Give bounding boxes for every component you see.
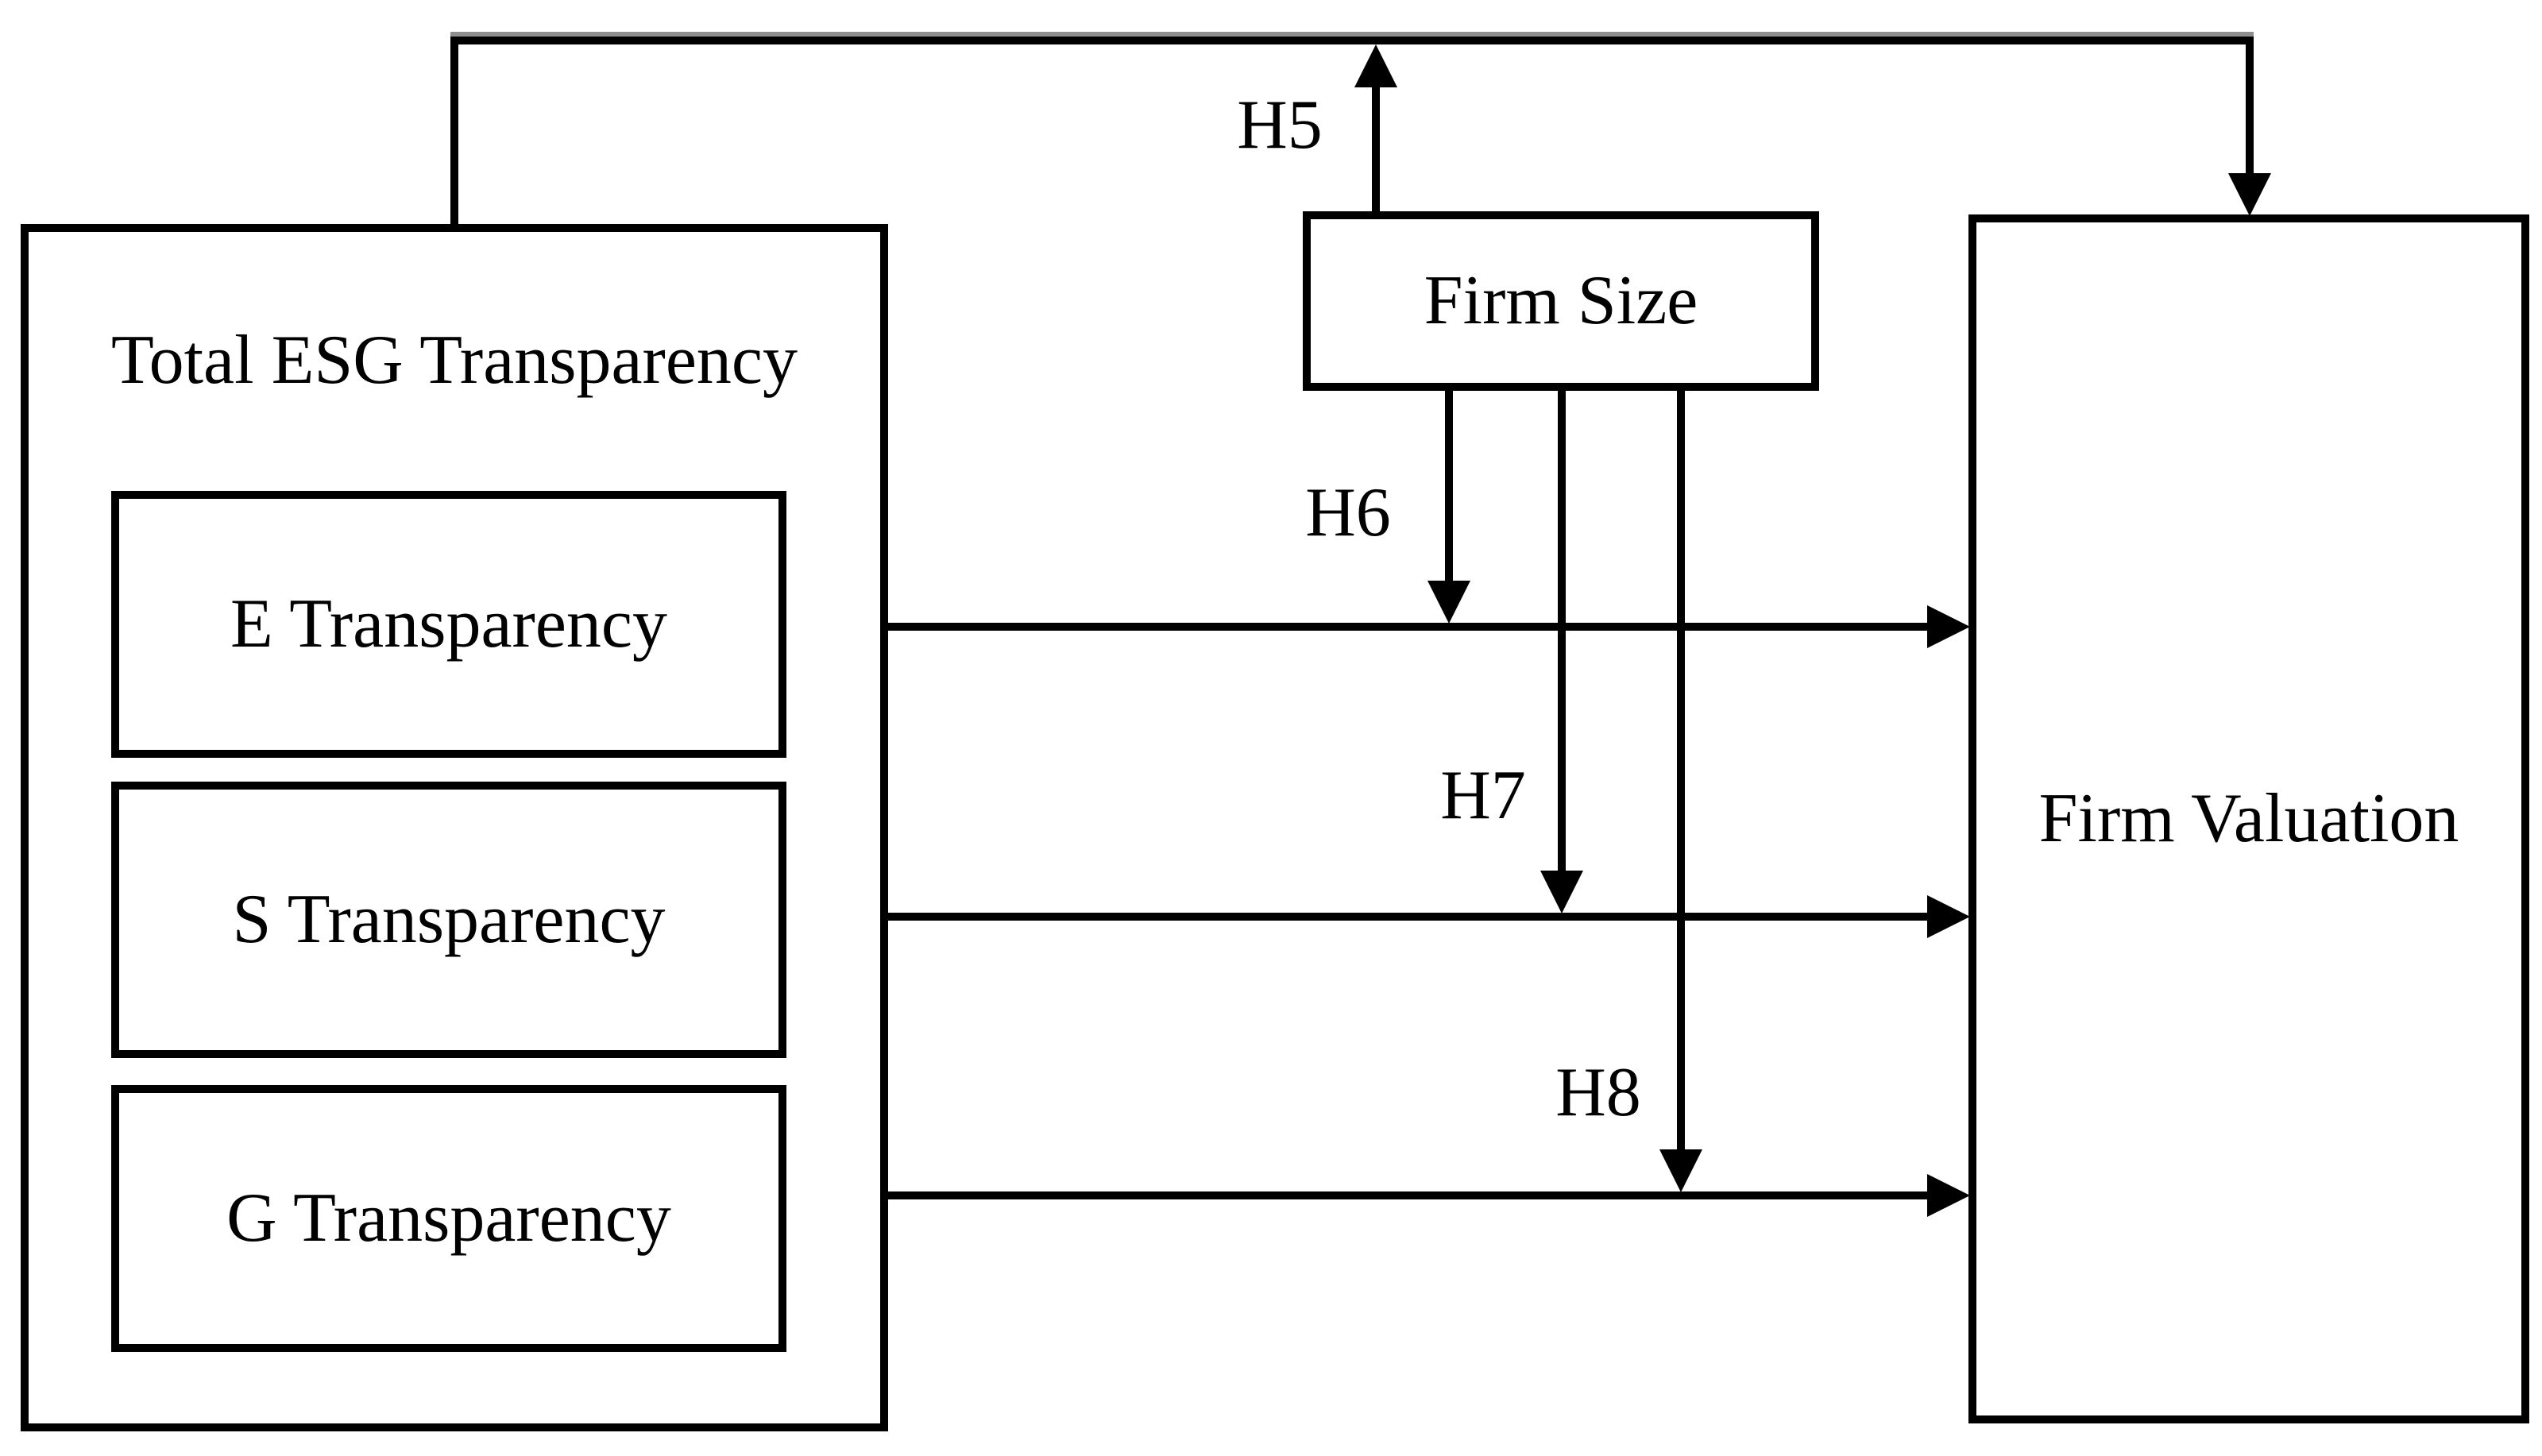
node-firm-valuation-label: Firm Valuation (2038, 779, 2459, 857)
node-firm-valuation: Firm Valuation (1968, 214, 2529, 1423)
h8-label: H8 (1555, 1054, 1641, 1131)
node-e-transparency: E Transparency (111, 491, 786, 758)
h7-arrow-line (1558, 387, 1566, 875)
node-firm-size: Firm Size (1303, 211, 1819, 391)
g-to-valuation-arrow-line (780, 1191, 1929, 1199)
h6-label: H6 (1305, 474, 1391, 551)
h5-label: H5 (1237, 87, 1323, 164)
h5-arrowhead-icon (1354, 44, 1397, 87)
node-total-esg-transparency-label: Total ESG Transparency (111, 322, 798, 399)
node-g-transparency: G Transparency (111, 1085, 786, 1352)
h8-arrowhead-icon (1659, 1149, 1702, 1192)
top-connector-shadow (450, 32, 2254, 37)
s-to-valuation-arrowhead-icon (1927, 895, 1970, 938)
h6-arrowhead-icon (1427, 581, 1470, 624)
node-g-transparency-label: G Transparency (226, 1179, 671, 1257)
node-s-transparency: S Transparency (111, 782, 786, 1058)
h8-arrow-line (1677, 387, 1685, 1154)
connector-esg-to-valuation-line (450, 37, 2254, 44)
h6-arrow-line (1445, 387, 1453, 585)
connector-valuation-stem (2246, 37, 2254, 176)
h7-arrowhead-icon (1540, 871, 1583, 913)
g-to-valuation-arrowhead-icon (1927, 1174, 1970, 1217)
e-to-valuation-arrowhead-icon (1927, 605, 1970, 648)
connector-esg-stem (450, 37, 458, 228)
s-to-valuation-arrow-line (780, 913, 1929, 921)
h5-arrow-line (1372, 84, 1380, 213)
e-to-valuation-arrow-line (780, 623, 1929, 631)
node-e-transparency-label: E Transparency (230, 585, 667, 662)
node-firm-size-label: Firm Size (1424, 261, 1698, 339)
h7-label: H7 (1440, 757, 1526, 834)
arrowhead-into-firm-valuation-icon (2228, 173, 2271, 216)
node-s-transparency-label: S Transparency (232, 880, 666, 958)
